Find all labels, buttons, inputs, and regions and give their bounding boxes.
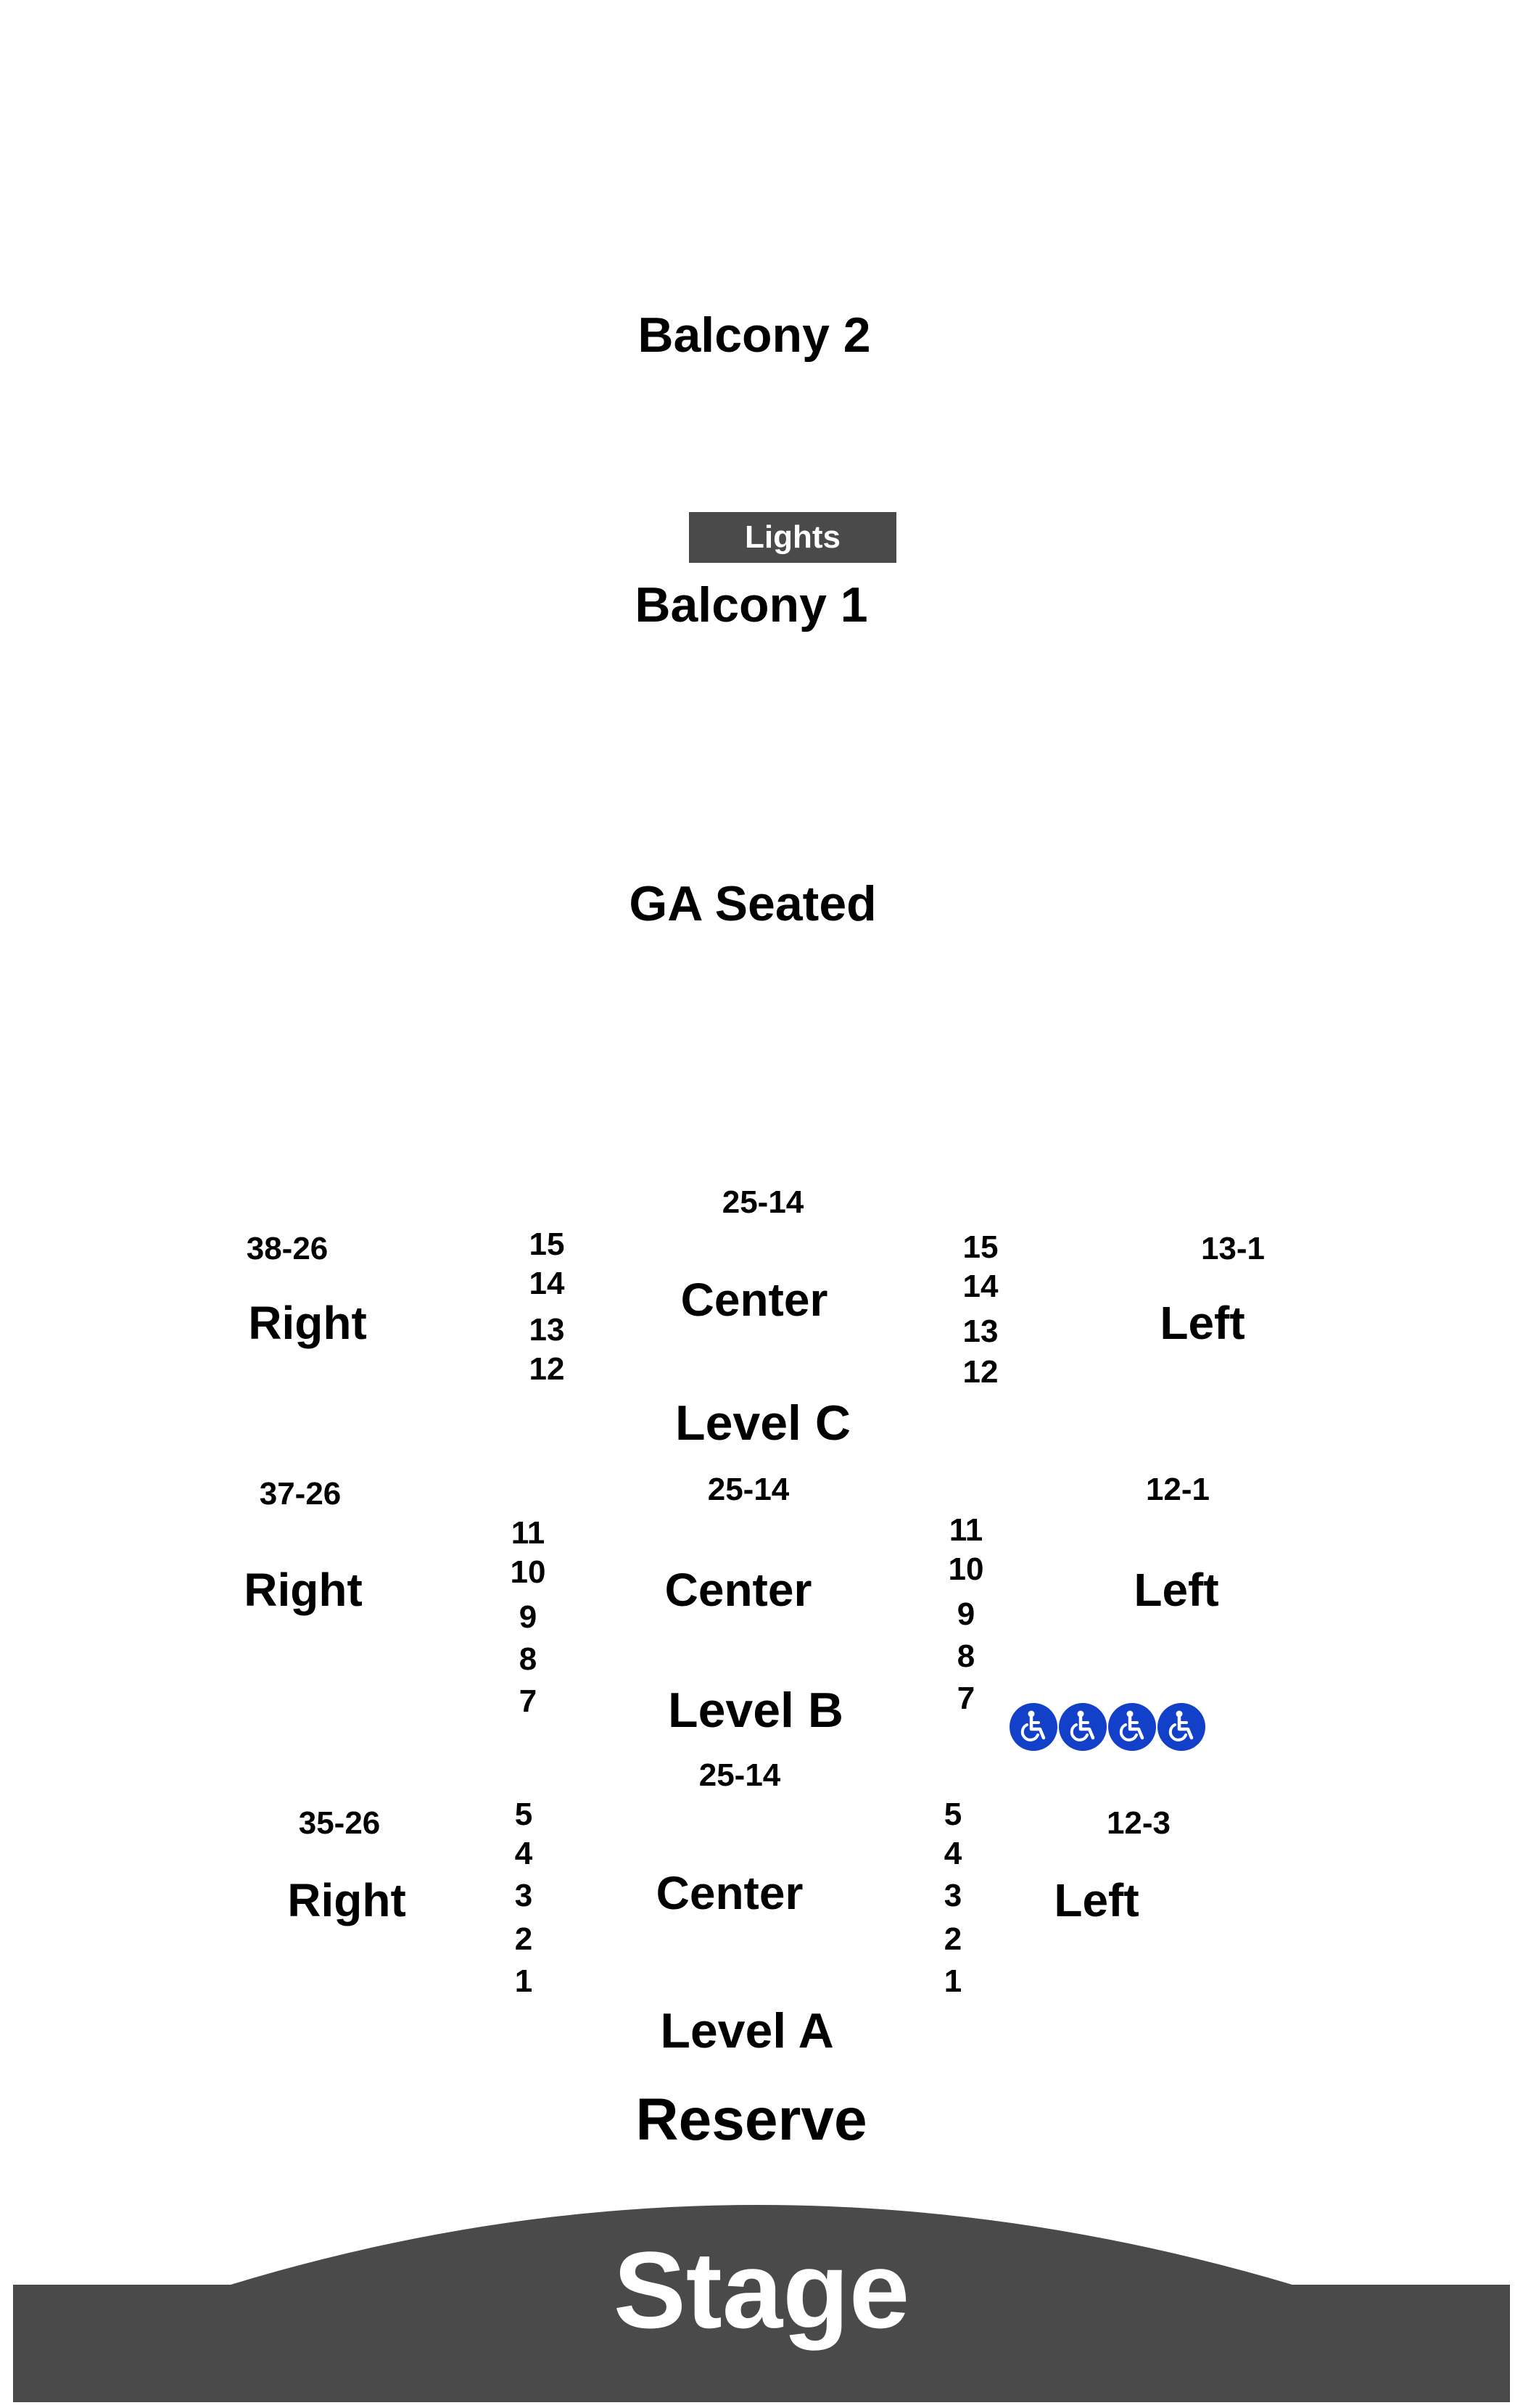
balcony-2-label[interactable]: Balcony 2 (637, 308, 871, 363)
row-number: 4 (514, 1836, 533, 1871)
row-number: 13 (529, 1312, 565, 1348)
level-a-label: Level A (660, 2003, 834, 2058)
row-number: 7 (957, 1681, 975, 1716)
stage-label: Stage (613, 2229, 910, 2351)
row-number: 4 (944, 1836, 962, 1871)
level-b-label: Level B (668, 1683, 843, 1738)
row-number: 8 (957, 1638, 975, 1674)
row-number: 11 (511, 1515, 545, 1551)
row-number: 9 (519, 1599, 537, 1635)
row-number: 5 (514, 1797, 533, 1832)
row-number: 2 (944, 1921, 962, 1957)
level-b-right-range: 37-26 (259, 1476, 342, 1512)
level-b-center-range: 25-14 (707, 1472, 790, 1507)
level-c-center-section[interactable]: Center (680, 1274, 828, 1326)
wheelchair-icon[interactable] (1059, 1703, 1107, 1751)
wheelchair-icon[interactable] (1157, 1703, 1205, 1751)
row-number: 11 (949, 1512, 983, 1548)
level-a-left-section[interactable]: Left (1054, 1874, 1139, 1926)
row-number: 10 (510, 1554, 546, 1590)
row-number: 2 (514, 1921, 533, 1957)
row-number: 3 (514, 1878, 533, 1913)
row-number: 10 (948, 1551, 984, 1587)
wheelchair-icon[interactable] (1108, 1703, 1156, 1751)
row-number: 12 (529, 1351, 565, 1387)
level-c-right-range: 38-26 (246, 1231, 329, 1266)
row-number: 1 (514, 1963, 533, 1999)
level-c-left-range: 13-1 (1200, 1231, 1266, 1266)
reserve-label[interactable]: Reserve (635, 2087, 867, 2153)
row-number: 5 (944, 1797, 962, 1832)
level-c-left-section[interactable]: Left (1160, 1297, 1245, 1349)
level-c-center-range: 25-14 (722, 1184, 804, 1220)
row-number: 14 (962, 1269, 999, 1304)
level-b-left-section[interactable]: Left (1134, 1564, 1219, 1616)
row-number: 9 (957, 1596, 975, 1632)
level-c-label: Level C (675, 1395, 851, 1451)
level-c-right-section[interactable]: Right (248, 1297, 367, 1349)
level-a-center-range: 25-14 (698, 1757, 781, 1793)
level-b-right-section[interactable]: Right (244, 1564, 363, 1616)
level-a-right-range: 35-26 (298, 1805, 381, 1841)
level-a-center-section[interactable]: Center (656, 1867, 804, 1919)
wheelchair-icon[interactable] (1010, 1703, 1057, 1751)
lights-bar: Lights (689, 512, 896, 563)
row-number: 13 (962, 1314, 999, 1349)
row-number: 15 (529, 1226, 565, 1262)
row-number: 12 (962, 1354, 999, 1390)
row-number: 8 (519, 1641, 537, 1677)
row-number: 3 (944, 1878, 962, 1913)
lights-label: Lights (745, 519, 841, 555)
ga-seated-label[interactable]: GA Seated (629, 876, 877, 931)
row-number: 1 (944, 1963, 962, 1999)
row-number: 15 (962, 1229, 999, 1265)
row-number: 7 (519, 1683, 537, 1719)
level-b-center-section[interactable]: Center (664, 1564, 812, 1616)
level-a-right-section[interactable]: Right (287, 1874, 406, 1926)
row-number: 14 (529, 1266, 565, 1301)
balcony-1-label[interactable]: Balcony 1 (635, 577, 868, 632)
level-a-left-range: 12-3 (1106, 1805, 1171, 1841)
level-b-left-range: 12-1 (1145, 1472, 1210, 1507)
